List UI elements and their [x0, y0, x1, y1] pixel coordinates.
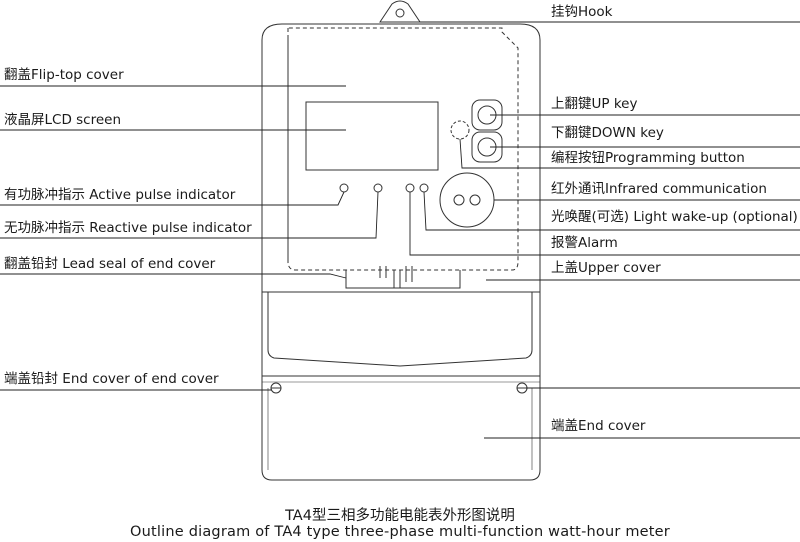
label-down-key: 下翻键DOWN key	[551, 125, 664, 141]
infrared-window	[439, 172, 495, 228]
flip-top-cover-outline	[287, 27, 519, 271]
active-pulse-indicator	[339, 183, 349, 193]
label-up-key: 上翻键UP key	[551, 96, 638, 112]
caption-english: Outline diagram of TA4 type three-phase …	[130, 524, 670, 540]
label-light-wakeup: 光唤醒(可选) Light wake-up (optional)	[551, 209, 798, 225]
reactive-pulse-indicator	[373, 183, 383, 193]
lcd-screen	[305, 101, 439, 171]
label-end-cover-seal: 端盖铅封 End cover of end cover	[4, 371, 219, 387]
hook-hole	[395, 8, 405, 18]
programming-button	[450, 120, 470, 140]
label-lead-seal: 翻盖铅封 Lead seal of end cover	[4, 256, 216, 272]
alarm-indicator	[405, 183, 415, 193]
label-active-pulse: 有功脉冲指示 Active pulse indicator	[4, 187, 236, 203]
caption-chinese: TA4型三相多功能电能表外形图说明	[285, 508, 515, 524]
label-alarm: 报警Alarm	[551, 235, 618, 251]
label-end-cover: 端盖End cover	[551, 418, 646, 434]
label-programming-button: 编程按钮Programming button	[551, 150, 745, 166]
label-infrared: 红外通讯Infrared communication	[551, 181, 767, 197]
label-hook: 挂钩Hook	[551, 4, 613, 20]
label-upper-cover: 上盖Upper cover	[551, 260, 661, 276]
end-cover-body	[261, 292, 541, 481]
lead-seal-clip	[345, 270, 461, 289]
hook-shape	[379, 0, 421, 23]
label-lcd-screen: 液晶屏LCD screen	[4, 112, 122, 128]
label-flip-top-cover: 翻盖Flip-top cover	[4, 67, 124, 83]
light-wakeup-indicator	[419, 183, 429, 193]
label-reactive-pulse: 无功脉冲指示 Reactive pulse indicator	[4, 220, 252, 236]
upper-cover-body	[261, 23, 541, 262]
